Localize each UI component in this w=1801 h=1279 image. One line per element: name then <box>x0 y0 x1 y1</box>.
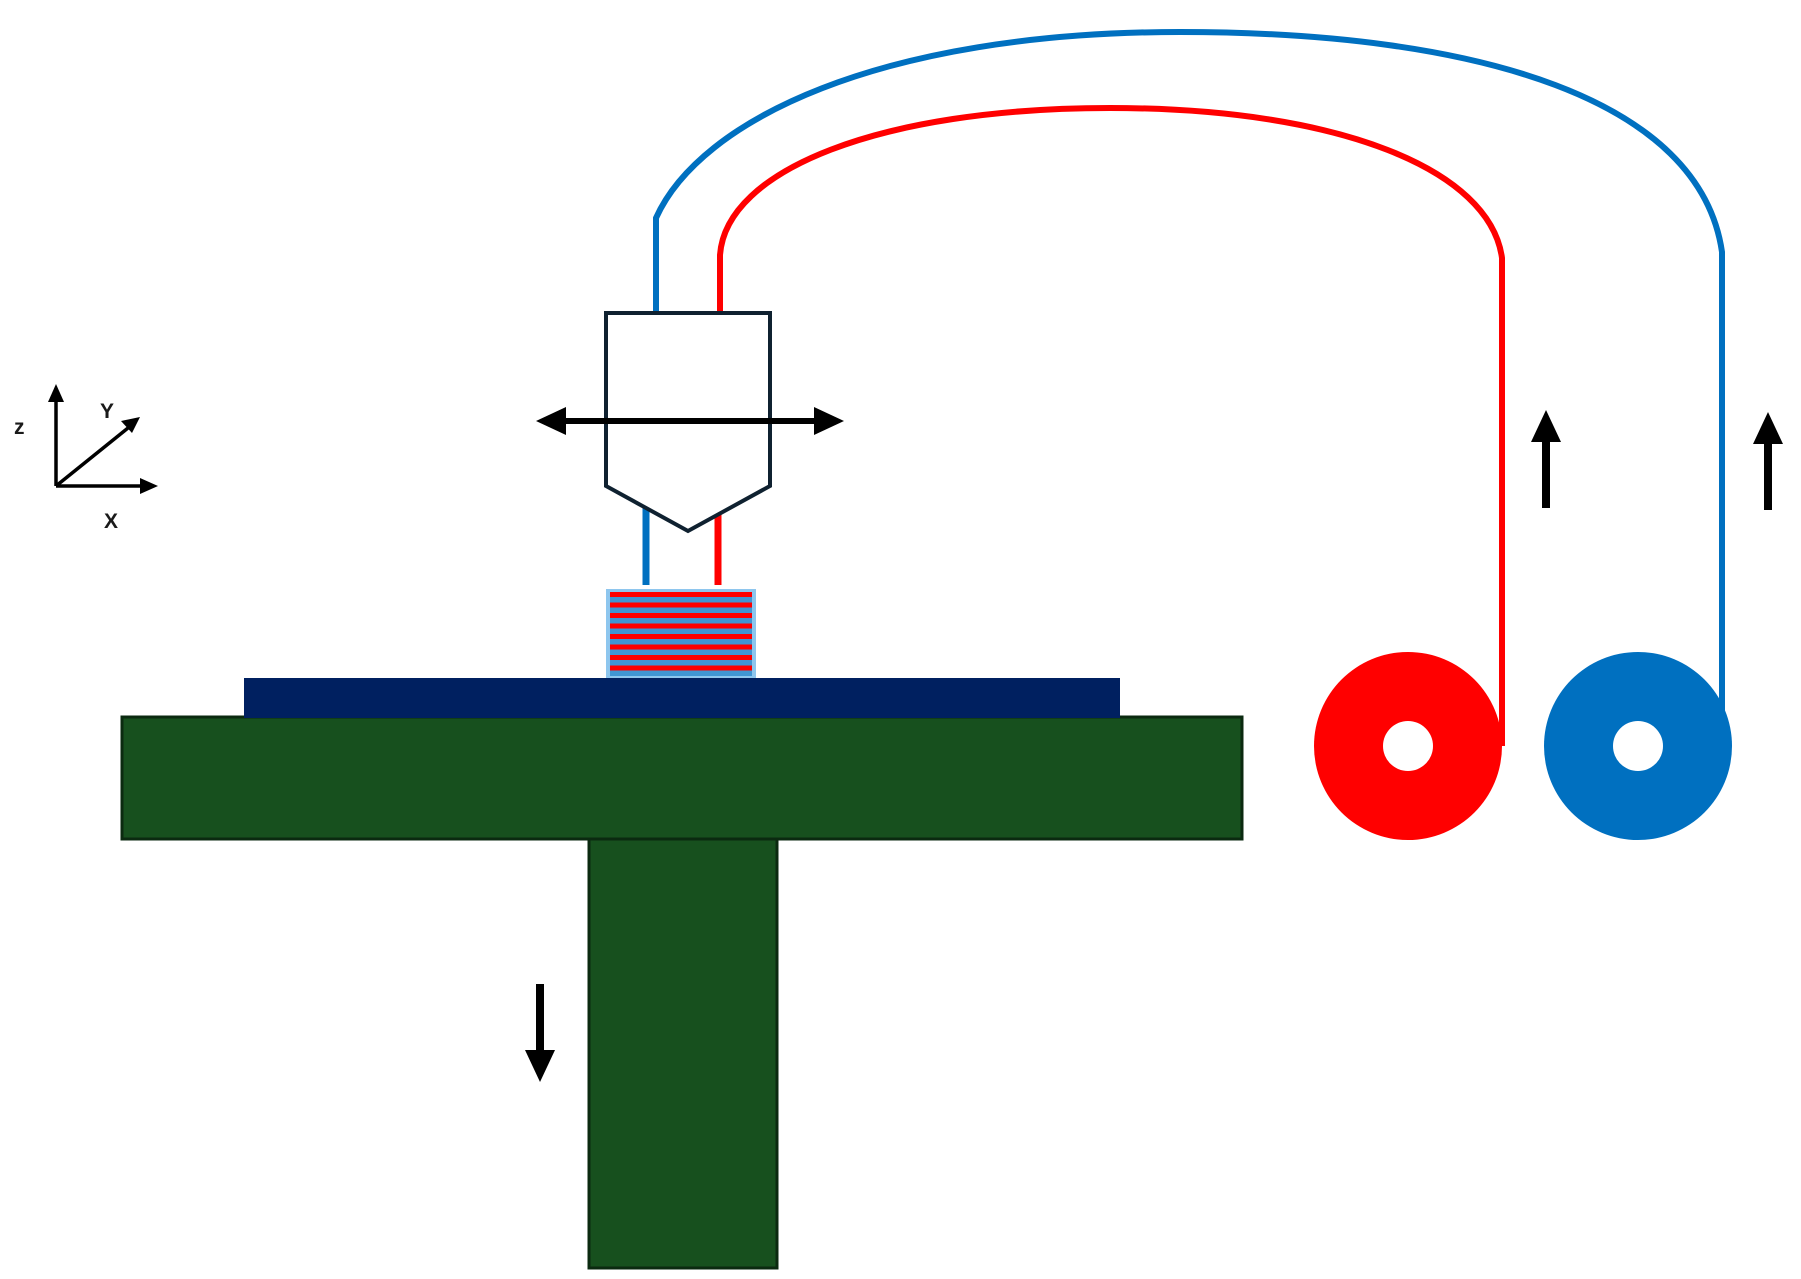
part-layer-red <box>610 613 752 619</box>
blue-filament-feed-arrow-icon <box>1753 412 1783 510</box>
z-axis-arrowhead <box>48 384 64 402</box>
part-layer-blue <box>610 649 752 655</box>
blue-filament-spool <box>1544 652 1732 840</box>
y-axis-arrowhead <box>121 417 140 433</box>
part-layer-red <box>610 592 752 598</box>
part-layer-blue <box>610 618 752 624</box>
platform-down-arrow-icon <box>525 984 555 1082</box>
y-axis-line <box>54 426 130 488</box>
part-layer-red <box>610 644 752 650</box>
part-layer-red <box>610 665 752 671</box>
part-layer-red <box>610 634 752 640</box>
part-layer-blue <box>610 628 752 634</box>
y-axis-label: Y <box>100 400 114 423</box>
part-layer-red <box>610 623 752 629</box>
red-filament-feed-arrow-icon <box>1531 410 1561 508</box>
part-layer-blue <box>610 639 752 645</box>
axis-triad: z Y X <box>14 384 158 533</box>
red-filament-path <box>717 104 1505 746</box>
part-layer-blue <box>610 670 752 676</box>
red-filament-spool <box>1314 652 1502 840</box>
z-axis-label: z <box>14 416 25 439</box>
printed-part <box>606 589 756 678</box>
blue-filament-path <box>653 28 1725 714</box>
part-layer-blue <box>610 660 752 666</box>
part-layer-blue <box>610 607 752 613</box>
print-head-motion-arrow-icon <box>536 407 844 435</box>
platform-column <box>587 834 779 1270</box>
x-axis-label: X <box>104 510 118 533</box>
platform-table <box>120 715 1244 841</box>
build-plate <box>244 678 1120 718</box>
x-axis-arrowhead <box>140 478 158 494</box>
part-layer-blue <box>610 597 752 603</box>
part-layer-red <box>610 655 752 661</box>
part-layer-red <box>610 602 752 608</box>
